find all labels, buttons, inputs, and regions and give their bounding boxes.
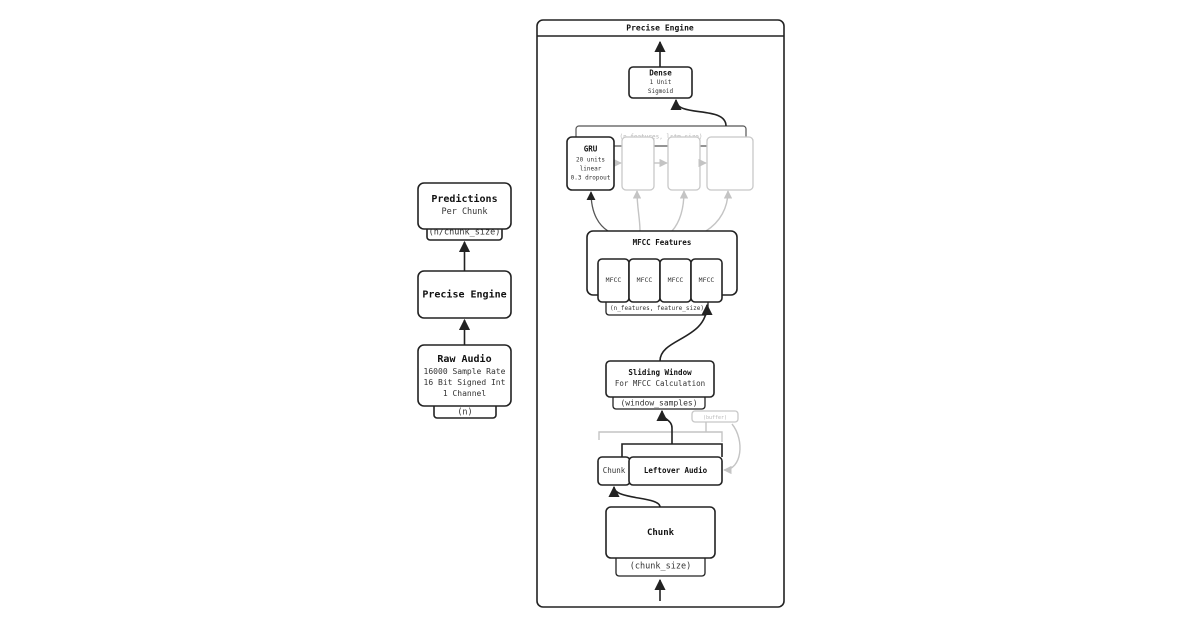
sliding-window-subtitle: For MFCC Calculation bbox=[615, 379, 705, 388]
ghost-buffer-loop bbox=[723, 423, 741, 475]
engine-title: Precise Engine bbox=[422, 289, 506, 301]
raw-audio-line1: 16000 Sample Rate bbox=[424, 367, 506, 376]
gru-line1: 20 units bbox=[576, 157, 605, 164]
gru-box bbox=[566, 136, 615, 191]
gru-shape-label: (n_features, lstm_size) bbox=[619, 134, 702, 141]
raw-audio-box bbox=[417, 344, 512, 407]
predictions-shape-label: (n/chunk_size) bbox=[429, 228, 501, 238]
panel-title: Precise Engine bbox=[626, 23, 694, 33]
arrow-leftover-to-window bbox=[656, 409, 673, 444]
dense-box bbox=[628, 66, 693, 99]
left-overview: (n/chunk_size) Predictions Per Chunk Pre… bbox=[417, 182, 512, 419]
ghost-arrow-mfcc-to-gru-4 bbox=[705, 190, 733, 232]
arrow-window-to-mfcc bbox=[659, 303, 713, 362]
mfcc-cell-3-label: MFCC bbox=[668, 276, 684, 284]
mfcc-cell-2-label: MFCC bbox=[637, 276, 653, 284]
ghost-buffer-bracket bbox=[598, 431, 723, 442]
dense-title: Dense bbox=[649, 69, 672, 78]
arrow-chunk-to-leftover bbox=[608, 485, 661, 508]
ghost-buffer-label: (buffer) bbox=[703, 415, 727, 421]
chunk-box bbox=[605, 506, 716, 559]
gru-line3: 0.3 dropout bbox=[571, 175, 611, 182]
arrow-gru-to-dense bbox=[670, 98, 727, 127]
mfcc-cell-1-label: MFCC bbox=[606, 276, 622, 284]
window-shape-label: (window_samples) bbox=[620, 399, 697, 408]
gru-shape-bar bbox=[575, 125, 747, 147]
leftover-audio-title: Leftover Audio bbox=[644, 466, 708, 475]
raw-audio-title: Raw Audio bbox=[437, 353, 491, 365]
arrow-mfcc-to-gru bbox=[586, 191, 609, 232]
mfcc-cell-4-label: MFCC bbox=[699, 276, 715, 284]
chunk-title: Chunk bbox=[647, 528, 675, 538]
gru-line2: linear bbox=[580, 166, 602, 173]
engine-panel: Precise Engine Dense 1 Unit Sigmoid (n_f… bbox=[536, 19, 785, 608]
engine-box bbox=[417, 270, 512, 319]
gru-ghost-box-3 bbox=[706, 136, 754, 191]
gru-title: GRU bbox=[584, 145, 598, 154]
dense-line1: 1 Unit bbox=[650, 79, 672, 86]
raw-audio-line3: 1 Channel bbox=[443, 389, 487, 398]
leftover-chunk-label: Chunk bbox=[603, 466, 626, 475]
ghost-buffer-box bbox=[691, 410, 739, 423]
sliding-window-title: Sliding Window bbox=[628, 368, 692, 377]
mfcc-features-title: MFCC Features bbox=[633, 238, 692, 247]
predictions-subtitle: Per Chunk bbox=[441, 207, 487, 217]
dense-line2: Sigmoid bbox=[648, 88, 674, 95]
mfcc-shape-label: (n_features, feature_size) bbox=[610, 305, 704, 312]
ghost-arrow-mfcc-to-gru-2 bbox=[632, 190, 642, 232]
gru-ghost-box-1 bbox=[621, 136, 655, 191]
sliding-window-box bbox=[605, 360, 715, 398]
raw-audio-line2: 16 Bit Signed Int bbox=[424, 378, 506, 387]
predictions-box bbox=[417, 182, 512, 230]
predictions-title: Predictions bbox=[431, 193, 497, 205]
gru-ghost-box-2 bbox=[667, 136, 701, 191]
raw-audio-shape-label: (n) bbox=[457, 408, 472, 418]
leftover-audio-box bbox=[628, 456, 723, 486]
chunk-shape-label: (chunk_size) bbox=[630, 562, 691, 572]
mfcc-cell-4 bbox=[690, 258, 723, 303]
ghost-arrow-mfcc-to-gru-3 bbox=[671, 190, 689, 232]
